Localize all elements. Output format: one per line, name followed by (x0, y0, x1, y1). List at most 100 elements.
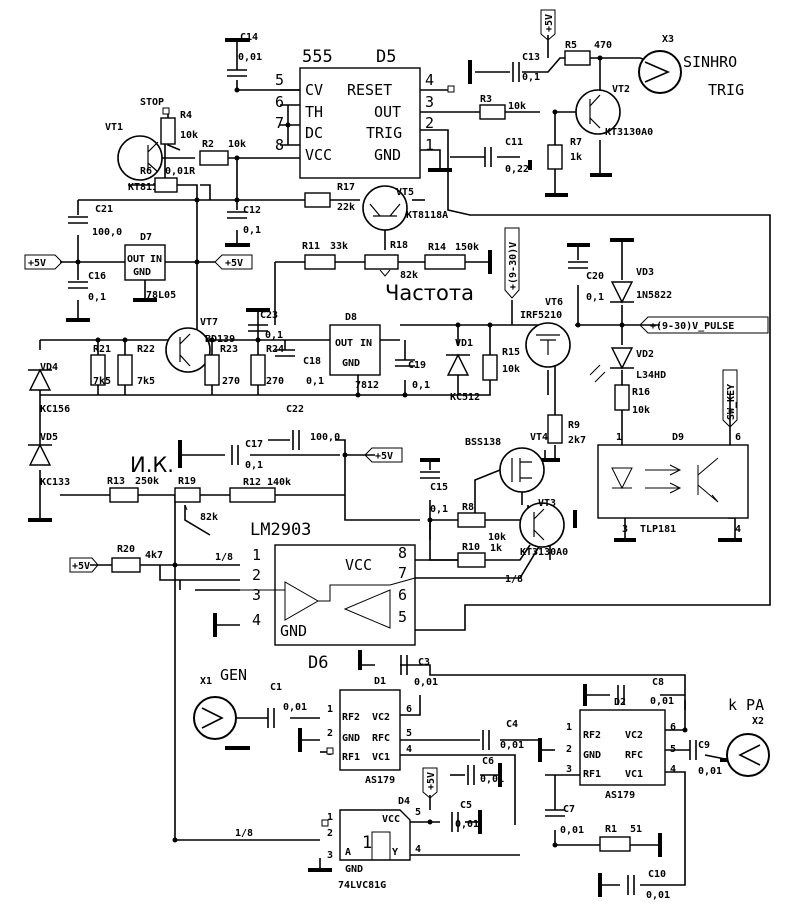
svg-text:SW_KEY: SW_KEY (726, 384, 737, 420)
svg-text:C23: C23 (260, 310, 278, 321)
svg-text:C14: C14 (240, 32, 258, 43)
svg-text:KC156: KC156 (40, 404, 70, 415)
svg-text:6: 6 (735, 432, 741, 443)
svg-text:IN: IN (360, 338, 372, 349)
svg-text:GND: GND (342, 733, 360, 744)
transistors: VT1 KT8118A VT2 KT3130A0 VT3 KT3130A0 VT… (105, 84, 653, 558)
svg-text:0,01: 0,01 (455, 819, 479, 830)
svg-text:2: 2 (327, 828, 333, 839)
diode-vd1: VD1 KC512 (446, 338, 480, 403)
svg-text:R23: R23 (220, 344, 238, 355)
svg-text:8: 8 (398, 544, 407, 562)
junction-dots (75, 55, 688, 848)
svg-text:VCC: VCC (305, 146, 332, 164)
svg-text:C3: C3 (418, 657, 430, 668)
svg-text:140k: 140k (267, 477, 291, 488)
capacitor-c6: C6 0,01 (467, 756, 504, 785)
svg-text:R13: R13 (107, 476, 125, 487)
svg-text:RF1: RF1 (342, 752, 360, 763)
svg-text:3: 3 (425, 93, 434, 111)
svg-text:0,22: 0,22 (505, 164, 529, 175)
svg-text:VT6: VT6 (545, 297, 563, 308)
svg-text:R4: R4 (180, 110, 192, 121)
capacitor-c8: C80,01 (617, 677, 674, 707)
svg-text:R21: R21 (93, 344, 111, 355)
diode-vd5: VD5 KC133 (28, 432, 70, 488)
svg-text:1/8: 1/8 (215, 552, 233, 563)
svg-text:VT7: VT7 (200, 317, 218, 328)
svg-text:10k: 10k (228, 139, 246, 150)
regulator-d7: D7 OUT IN GND 78L05 (124, 232, 176, 301)
connector-x2: X2 k PA (726, 696, 770, 777)
svg-text:+5V: +5V (72, 561, 90, 572)
svg-text:4: 4 (425, 71, 434, 89)
svg-text:0,1: 0,1 (586, 292, 604, 303)
label-5v-e: +5V (69, 557, 99, 573)
svg-text:X2: X2 (752, 716, 764, 727)
transistor-vt1: VT1 KT8118A (105, 122, 170, 193)
svg-text:3: 3 (566, 764, 572, 775)
svg-text:C13: C13 (522, 52, 540, 63)
label-5v-c: +5V (540, 9, 556, 41)
svg-text:4k7: 4k7 (145, 550, 163, 561)
connector-x1: X1 GEN (193, 666, 247, 740)
svg-text:82k: 82k (200, 512, 218, 523)
svg-text:VD1: VD1 (455, 338, 473, 349)
label-5v-b: +5V (214, 254, 253, 270)
svg-text:Y: Y (392, 847, 398, 858)
svg-text:C15: C15 (430, 482, 448, 493)
svg-text:C22: C22 (286, 404, 304, 415)
svg-text:RF1: RF1 (583, 769, 601, 780)
svg-text:0,01: 0,01 (480, 774, 504, 785)
svg-text:2: 2 (566, 744, 572, 755)
svg-text:VC1: VC1 (625, 769, 643, 780)
svg-text:0,1: 0,1 (522, 72, 540, 83)
svg-text:BSS138: BSS138 (465, 437, 501, 448)
svg-text:R18: R18 (390, 240, 408, 251)
svg-text:1: 1 (252, 546, 261, 564)
svg-text:TRIG: TRIG (366, 124, 402, 142)
svg-text:VC2: VC2 (372, 712, 390, 723)
svg-text:R17: R17 (337, 182, 355, 193)
svg-text:GND: GND (280, 622, 307, 640)
diode-vd3: VD3 1N5822 (610, 267, 672, 304)
svg-text:D4: D4 (398, 796, 410, 807)
svg-text:4: 4 (406, 744, 412, 755)
net-labels: +5V +5V +5V +5V +5V +5V +(9-30)V +(9-30)… (24, 9, 769, 839)
svg-text:GND: GND (583, 750, 601, 761)
transistor-vt6: VT6 IRF5210 (520, 297, 571, 368)
svg-text:0,01: 0,01 (560, 825, 584, 836)
svg-text:0,1: 0,1 (88, 292, 106, 303)
svg-text:+(9-30)V_PULSE: +(9-30)V_PULSE (650, 321, 734, 332)
svg-text:270: 270 (266, 376, 284, 387)
svg-text:DC: DC (305, 124, 323, 142)
transistor-vt4: VT4 BSS138 (465, 432, 548, 493)
svg-text:VC1: VC1 (372, 752, 390, 763)
diodes: VD1 KC512 VD2 L34HD VD3 1N5822 VD4 KC156… (28, 267, 672, 488)
svg-text:5: 5 (398, 608, 407, 626)
svg-text:10k: 10k (488, 532, 506, 543)
svg-text:R19: R19 (178, 476, 196, 487)
svg-text:1: 1 (616, 432, 622, 443)
svg-text:5: 5 (275, 71, 284, 89)
svg-text:IN: IN (150, 254, 162, 265)
svg-text:C6: C6 (482, 756, 494, 767)
svg-text:GND: GND (342, 358, 360, 369)
svg-text:0,01R: 0,01R (165, 166, 196, 177)
comparator-lm2903: LM2903 D6 1 2 3 4 8 7 6 5 VCC GND (240, 520, 416, 673)
capacitor-c3: C30,01 (400, 655, 438, 688)
svg-text:0,1: 0,1 (412, 380, 430, 391)
svg-text:1N5822: 1N5822 (636, 290, 672, 301)
svg-text:KT8118A: KT8118A (128, 182, 170, 193)
svg-text:270: 270 (222, 376, 240, 387)
svg-text:VCC: VCC (345, 556, 372, 574)
